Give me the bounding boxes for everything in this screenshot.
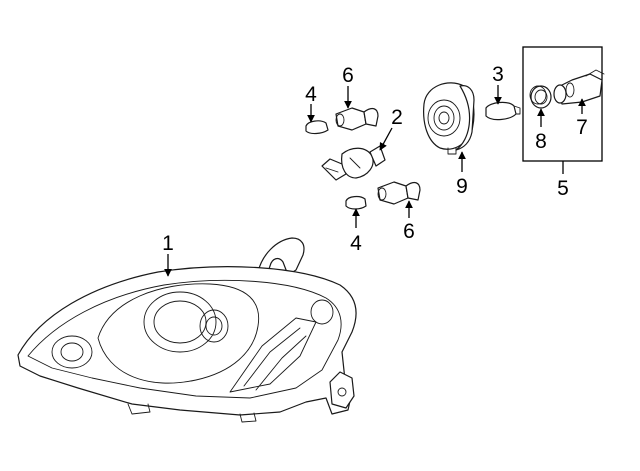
callout-8: 8	[535, 130, 547, 153]
socket-housing[interactable]	[423, 82, 475, 155]
wedge-bulb-3[interactable]	[485, 101, 521, 121]
headlamp-assembly[interactable]	[17, 237, 357, 423]
leader-lines	[164, 85, 586, 277]
callout-6-lower: 6	[403, 220, 415, 243]
socket-upper[interactable]	[335, 107, 379, 131]
callout-4-lower: 4	[350, 232, 362, 255]
gasket-ring[interactable]	[529, 85, 552, 109]
callout-2: 2	[391, 106, 403, 129]
callout-9: 9	[456, 175, 468, 198]
socket-lower[interactable]	[377, 181, 421, 205]
callout-3: 3	[492, 63, 504, 86]
callout-6-upper: 6	[342, 64, 354, 87]
callout-4-upper: 4	[305, 83, 317, 106]
halogen-bulb[interactable]	[321, 145, 386, 181]
callout-7: 7	[576, 116, 588, 139]
callout-5: 5	[557, 177, 569, 200]
small-bulb-upper[interactable]	[305, 120, 329, 135]
callout-1: 1	[162, 232, 174, 255]
small-bulb-lower[interactable]	[345, 195, 367, 210]
leader-2	[379, 127, 393, 151]
socket-7[interactable]	[553, 69, 605, 105]
